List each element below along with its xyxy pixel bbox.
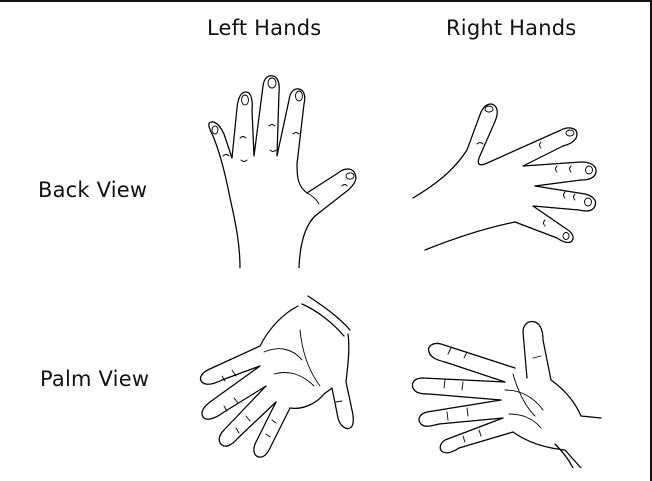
left-hand-back-drawing bbox=[195, 68, 375, 268]
right-hand-palm-drawing bbox=[405, 318, 605, 468]
left-hand-palm-drawing bbox=[190, 290, 370, 460]
row-label-palm: Palm View bbox=[40, 369, 149, 390]
right-hand-back-drawing bbox=[405, 98, 605, 258]
column-header-left: Left Hands bbox=[207, 18, 321, 39]
row-label-back: Back View bbox=[38, 180, 147, 201]
column-header-right: Right Hands bbox=[446, 18, 576, 39]
